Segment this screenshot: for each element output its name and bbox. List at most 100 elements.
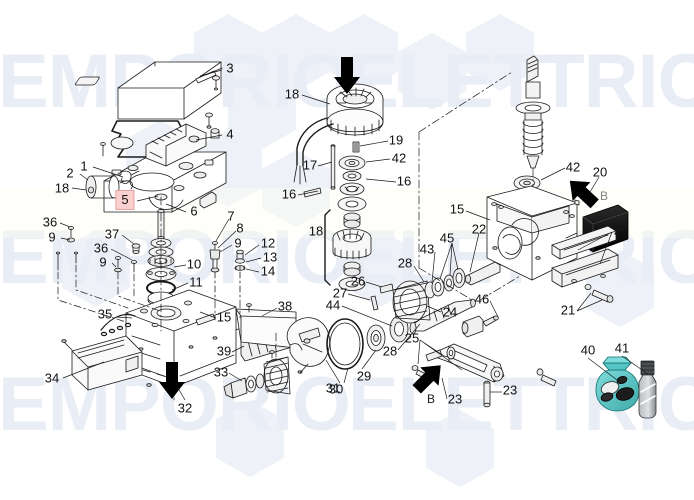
part-number-18: 18 [54, 180, 70, 196]
side-cover-34 [61, 335, 152, 391]
gearbox-lower-body [125, 289, 237, 388]
part-number-25: 25 [404, 330, 420, 346]
part-number-42: 42 [391, 150, 407, 166]
watermark-text-line-3: EMPORIO [0, 215, 350, 300]
section-letter-B-right: B [599, 189, 609, 203]
part-number-2: 2 [66, 165, 74, 181]
knob-46 [461, 315, 499, 338]
part-number-16: 16 [281, 186, 297, 202]
section-letter-B-bottom: B [426, 392, 436, 406]
part-number-18: 18 [308, 223, 324, 239]
part-number-1: 1 [80, 158, 88, 174]
part-number-6: 6 [190, 203, 198, 219]
part-number-9: 9 [99, 254, 107, 270]
rotor-stack-18 [332, 170, 372, 291]
part-number-23: 23 [502, 382, 518, 398]
part-number-29: 29 [356, 368, 372, 384]
part-number-43: 43 [419, 241, 435, 257]
part-number-24: 24 [442, 304, 458, 320]
mounting-rails-21 [551, 225, 619, 288]
worm-screw-top [515, 55, 551, 169]
screw-group-mid [114, 243, 141, 273]
part-number-44: 44 [325, 297, 341, 313]
arrow-B-bottom [412, 365, 441, 394]
terminal-block [145, 123, 207, 167]
part-number-9: 9 [48, 229, 56, 245]
centerlines [160, 71, 534, 401]
screw-19b [352, 141, 360, 153]
part-number-7: 7 [227, 208, 235, 224]
part-number-10: 10 [186, 256, 202, 272]
oil-bottle-41 [638, 360, 657, 419]
washer-stack-45 [424, 268, 466, 299]
gearbox-housing-15 [486, 185, 578, 281]
motor-stator-18 [326, 83, 384, 137]
pinion-assembly [223, 356, 291, 399]
part-number-16: 16 [396, 173, 412, 189]
part-number-31: 31 [325, 380, 341, 396]
section-arrows [159, 57, 599, 399]
part-number-21: 21 [613, 222, 629, 238]
part-number-14: 14 [260, 263, 276, 279]
bracket-18-marker [324, 209, 331, 286]
bushing-44 [389, 315, 409, 343]
part-number-39: 39 [216, 343, 232, 359]
control-unit-enclosure [75, 61, 222, 120]
power-cable-17 [293, 117, 334, 185]
part-number-34: 34 [44, 370, 60, 386]
part-number-18: 18 [284, 86, 300, 102]
part-number-46: 46 [474, 291, 490, 307]
part-number-40: 40 [580, 342, 596, 358]
part-number-22: 22 [471, 221, 487, 237]
part-number-30: 30 [328, 381, 344, 397]
part-number-19: 19 [388, 132, 404, 148]
pin-small [100, 142, 106, 157]
part-number-32: 32 [177, 400, 193, 416]
part-number-41: 41 [614, 340, 630, 356]
part-number-37: 37 [104, 226, 120, 242]
leader-lines [59, 69, 649, 401]
bolt-23b [536, 368, 557, 387]
part-number-38: 38 [277, 298, 293, 314]
arrow-B-right [569, 180, 599, 209]
part-number-15: 15 [449, 201, 465, 217]
bearing-42-top [338, 155, 366, 171]
part-number-42: 42 [565, 159, 581, 175]
part-number-9: 9 [234, 235, 242, 251]
part-number-28: 28 [382, 343, 398, 359]
part-number-5: 5 [115, 190, 135, 210]
part-number-27: 27 [332, 285, 348, 301]
part-number-20: 20 [592, 164, 608, 180]
part-number-12: 12 [260, 235, 276, 251]
arrow-A-bottom [159, 362, 185, 399]
part-number-45: 45 [439, 230, 455, 246]
seal-ring-30 [326, 318, 364, 370]
part-number-3: 3 [226, 60, 234, 76]
rubber-cap [110, 136, 134, 150]
part-number-33: 33 [213, 364, 229, 380]
screw-group-12-13-14 [234, 249, 246, 301]
grease-sachet-40 [595, 356, 640, 412]
screw-group-7-8-9 [209, 241, 221, 301]
part-number-21: 21 [560, 302, 576, 318]
part-number-23: 23 [447, 391, 463, 407]
part-number-36: 36 [42, 214, 58, 230]
screw-set-4 [205, 112, 220, 139]
screw-group-left [56, 226, 79, 271]
part-number-8: 8 [236, 220, 244, 236]
part-number-15: 15 [216, 309, 232, 325]
arrow-A-top [334, 57, 360, 94]
watermark-text-line-6: ELETTRICO [348, 362, 694, 447]
pin-16 [303, 187, 322, 198]
part-number-35: 35 [97, 306, 113, 322]
part-number-13: 13 [262, 249, 278, 265]
part-number-26: 26 [350, 273, 366, 289]
part-number-4: 4 [226, 126, 234, 142]
cover-plate-38 [235, 303, 297, 359]
bearing-29 [366, 324, 386, 352]
part-number-11: 11 [189, 274, 203, 290]
part-number-36: 36 [93, 240, 109, 256]
